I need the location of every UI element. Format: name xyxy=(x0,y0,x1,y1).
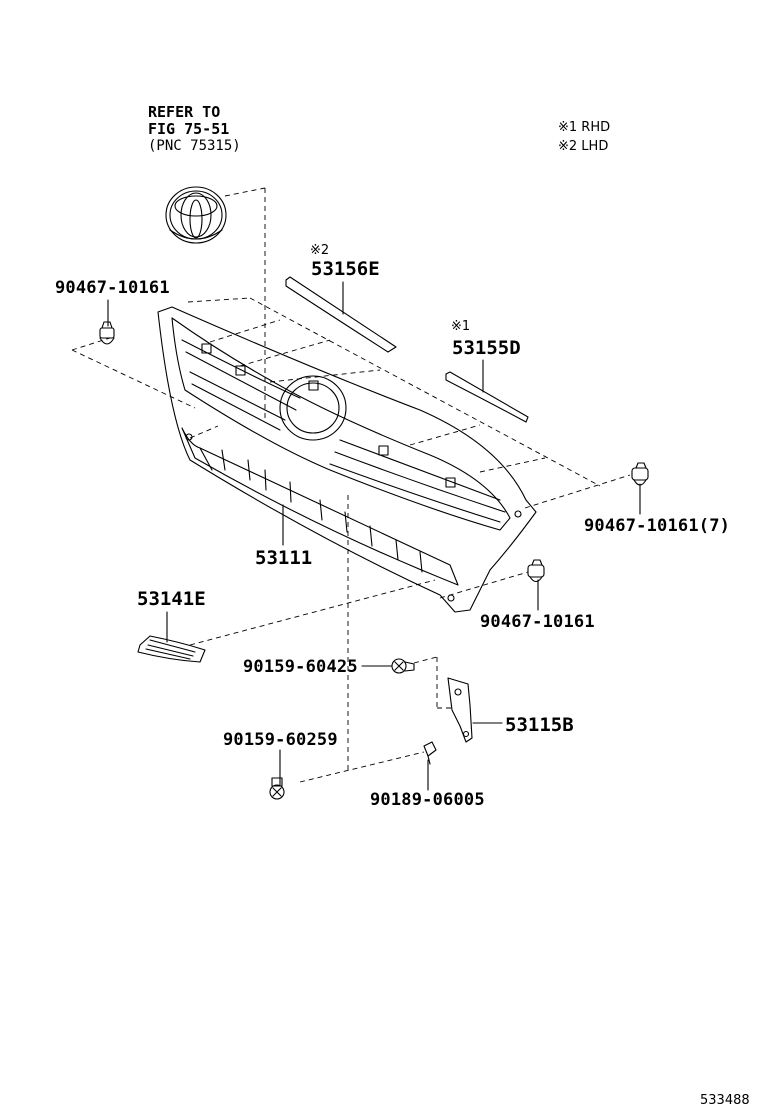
part-label-lower-grille[interactable]: 53141E xyxy=(137,588,206,610)
part-label-molding-rhd[interactable]: 53155D xyxy=(452,337,521,359)
alignment-lines xyxy=(71,187,631,783)
bracket-part xyxy=(447,677,473,743)
leader-lines xyxy=(107,281,641,791)
radiator-grille-part xyxy=(157,306,537,613)
part-label-screw-lower[interactable]: 90159-60259 xyxy=(223,730,338,750)
clip-lower-right-icon xyxy=(527,559,545,583)
part-label-clip-bracket[interactable]: 90189-06005 xyxy=(370,790,485,810)
part-mark-molding-rhd: ※1 xyxy=(451,319,471,334)
molding-rhd-part xyxy=(445,371,529,423)
part-label-clip-lower-right[interactable]: 90467-10161 xyxy=(480,612,595,632)
part-label-screw-upper[interactable]: 90159-60425 xyxy=(243,657,358,677)
part-label-clip-right[interactable]: 90467-10161(7) xyxy=(584,516,731,536)
emblem-icon xyxy=(165,186,227,244)
reference-line-2: FIG 75-51 xyxy=(148,120,230,138)
clip-right-icon xyxy=(631,462,649,486)
legend-item-lhd: ※2 LHD xyxy=(558,139,609,154)
clip-bracket-icon xyxy=(423,741,437,765)
part-label-molding-lhd[interactable]: 53156E xyxy=(311,258,380,280)
reference-line-1: REFER TO xyxy=(148,103,221,121)
legend-item-rhd: ※1 RHD xyxy=(558,120,611,135)
molding-lhd-part xyxy=(285,276,397,353)
part-label-grille[interactable]: 53111 xyxy=(255,547,313,569)
screw-lower-icon xyxy=(269,777,285,800)
part-label-clip-left[interactable]: 90467-10161 xyxy=(55,278,170,298)
reference-line-3: (PNC 75315) xyxy=(148,138,241,154)
figure-number: 533488 xyxy=(700,1093,750,1108)
clip-left-icon xyxy=(99,321,115,345)
part-label-bracket[interactable]: 53115B xyxy=(505,714,574,736)
part-mark-molding-lhd: ※2 xyxy=(310,243,330,258)
screw-upper-icon xyxy=(391,658,415,674)
lower-grille-part xyxy=(137,635,206,663)
